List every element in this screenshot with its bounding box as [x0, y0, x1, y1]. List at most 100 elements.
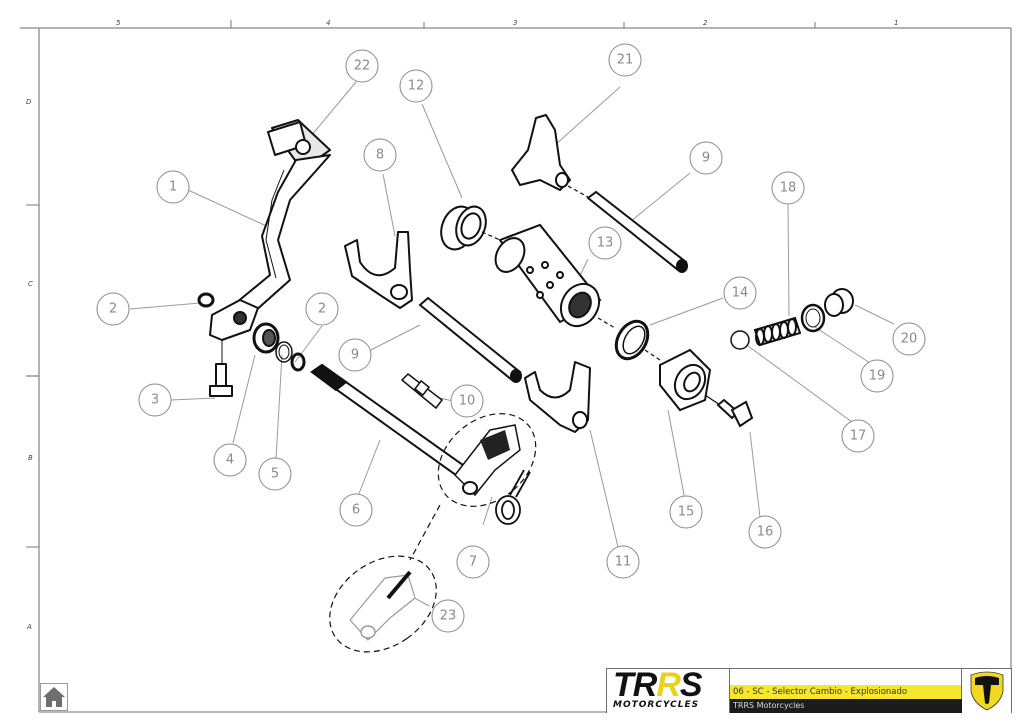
- home-icon: [43, 687, 65, 707]
- detent-plug-part: [824, 288, 854, 317]
- balloon-seal-washer: 19: [860, 359, 894, 393]
- stopper-pin-part: [400, 373, 444, 410]
- balloon-circle: [456, 545, 490, 579]
- balloon-label: 18: [780, 181, 797, 196]
- zone-col-5: 5: [116, 19, 121, 27]
- balloon-circle: [723, 276, 757, 310]
- balloon-drum-bearing: 12: [399, 69, 433, 103]
- home-button[interactable]: [40, 683, 68, 711]
- circlip-lever-part: [197, 292, 215, 308]
- balloon-circle: [345, 49, 379, 83]
- balloon-label: 11: [615, 555, 632, 570]
- balloon-circle: [669, 495, 703, 529]
- detent-spring-part: [753, 316, 802, 347]
- balloon-label: 4: [226, 453, 234, 468]
- balloon-label: 3: [151, 393, 159, 408]
- balloon-label: 13: [597, 236, 614, 251]
- title-block: TRRS MOTORCYCLES 06 - SC - Selector Camb…: [606, 666, 1012, 713]
- zone-col-4: 4: [326, 19, 331, 27]
- balloon-label: 6: [352, 503, 360, 518]
- oil-seal-part: [252, 322, 280, 354]
- balloon-detent-plug: 20: [892, 322, 926, 356]
- cam-bolt-part: [716, 398, 754, 428]
- balloon-circlip-lever: 2: [96, 292, 130, 326]
- balloon-circle: [892, 322, 926, 356]
- balloon-circle: [96, 292, 130, 326]
- balloon-label: 9: [351, 348, 359, 363]
- balloon-label: 2: [318, 302, 326, 317]
- balloon-circle: [450, 384, 484, 418]
- balloon-label: 9: [702, 151, 710, 166]
- balloon-gear-shift-lever: 1: [156, 170, 190, 204]
- shift-shaft-part: [310, 363, 472, 480]
- star-cam-part: [659, 348, 721, 412]
- balloon-fork-shaft-lower: 9: [338, 338, 372, 372]
- balloon-label: 23: [440, 609, 457, 624]
- circlip-shaft-part: [290, 352, 306, 372]
- balloon-fork-shaft-upper: 9: [689, 141, 723, 175]
- balloon-shift-shaft: 6: [339, 493, 373, 527]
- balloon-label: 19: [869, 369, 886, 384]
- trrs-shield-emblem-icon: [970, 671, 1004, 711]
- balloon-oil-seal: 4: [213, 443, 247, 477]
- balloon-label: 12: [408, 79, 425, 94]
- drawing-title: 06 - SC - Selector Cambio - Explosionado: [730, 685, 962, 699]
- gear-shift-lever-part: [209, 119, 331, 397]
- balloon-circle: [363, 138, 397, 172]
- balloon-circle: [338, 338, 372, 372]
- shift-drum-part: [481, 223, 616, 329]
- balloon-circle: [608, 43, 642, 77]
- balloon-detent-spring: 18: [771, 171, 805, 205]
- shift-mechanism-part: [409, 413, 537, 561]
- fork-shaft-upper-part: [586, 190, 688, 273]
- balloon-lever-tip: 22: [345, 49, 379, 83]
- balloon-washer: 5: [258, 457, 292, 491]
- balloon-label: 17: [850, 429, 867, 444]
- balloon-shift-mechanism-detail: 23: [431, 599, 465, 633]
- balloon-label: 22: [354, 59, 371, 74]
- washer-part: [275, 341, 293, 363]
- zone-row-D: D: [26, 98, 32, 106]
- balloon-label: 16: [757, 525, 774, 540]
- logo-tagline: MOTORCYCLES: [613, 700, 700, 710]
- balloon-label: 2: [109, 302, 117, 317]
- balloon-shift-fork-center: 21: [608, 43, 642, 77]
- detent-ball-part: [730, 330, 750, 350]
- balloon-label: 20: [901, 332, 918, 347]
- balloon-drum-ring: 14: [723, 276, 757, 310]
- balloon-circlip-shaft: 2: [305, 292, 339, 326]
- balloon-circle: [339, 493, 373, 527]
- balloon-circle: [431, 599, 465, 633]
- title-block-empty-cell: [730, 669, 962, 685]
- balloon-circle: [138, 383, 172, 417]
- seal-washer-part: [800, 303, 826, 333]
- balloon-circle: [841, 419, 875, 453]
- balloon-lever-bolt: 3: [138, 383, 172, 417]
- balloon-circle: [213, 443, 247, 477]
- balloon-label: 21: [617, 53, 634, 68]
- fork-shaft-lower-part: [418, 296, 522, 383]
- zone-col-3: 3: [513, 19, 518, 27]
- balloon-circle: [606, 545, 640, 579]
- balloon-circle: [860, 359, 894, 393]
- trrs-logo: TRRS MOTORCYCLES: [607, 666, 730, 713]
- shift-fork-left-part: [344, 231, 413, 309]
- balloon-star-cam: 15: [669, 495, 703, 529]
- balloon-shift-fork-left: 8: [363, 138, 397, 172]
- trrs-emblem: [963, 669, 1011, 713]
- drum-bearing-part: [440, 205, 487, 251]
- balloon-label: 1: [169, 180, 177, 195]
- company-name: TRRS Motorcycles: [730, 699, 962, 713]
- balloon-circle: [771, 171, 805, 205]
- balloon-circle: [399, 69, 433, 103]
- logo-wordmark: TRRS: [613, 666, 703, 704]
- balloon-cam-bolt: 16: [748, 515, 782, 549]
- zone-row-B: B: [28, 454, 33, 462]
- balloon-shift-fork-right: 11: [606, 545, 640, 579]
- balloon-circle: [588, 226, 622, 260]
- balloon-circle: [689, 141, 723, 175]
- balloon-label: 14: [732, 286, 749, 301]
- shift-fork-center-part: [511, 114, 589, 198]
